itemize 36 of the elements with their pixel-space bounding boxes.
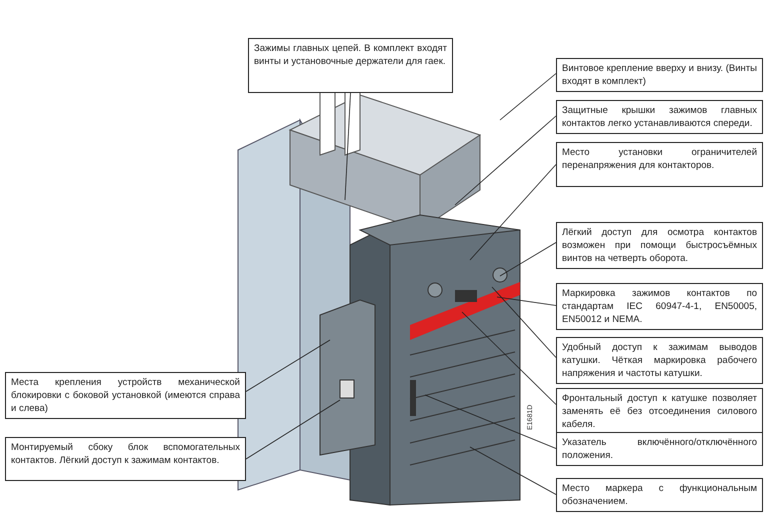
callout-box bbox=[248, 38, 453, 93]
callout-text: Удобный доступ к зажимам выводов катушки. Чёткая маркировка рабочего напряжения и частоты катушки. bbox=[562, 341, 757, 380]
callout-text: Зажимы главных цепей. В комплект входят винты и установочные держатели для гаек. bbox=[254, 42, 447, 68]
callout-text: Маркировка зажимов контактов по стандартам IEC 60947-4-1, EN50005, EN50012 и NEMA. bbox=[562, 287, 757, 326]
callout-box bbox=[556, 142, 763, 187]
callout-box bbox=[556, 222, 763, 269]
leader-line bbox=[462, 312, 556, 405]
leader-line bbox=[496, 296, 556, 306]
callout-box bbox=[5, 372, 246, 419]
leader-line bbox=[492, 286, 556, 358]
leader-line bbox=[454, 116, 556, 206]
callout-box bbox=[5, 437, 246, 481]
callout-text: Место установки ограничителей перенапряжения для контакторов. bbox=[562, 146, 757, 172]
callout-box bbox=[556, 283, 763, 330]
callout-text: Место маркера с функциональным обозначением. bbox=[562, 482, 757, 508]
callout-box bbox=[556, 100, 763, 134]
callout-box bbox=[556, 58, 763, 92]
callout-text: Защитные крышки зажимов главных контактов легко устанавливаются спереди. bbox=[562, 104, 757, 130]
callout-text: Лёгкий доступ для осмотра контактов возможен при помощи быстросъёмных винтов на четверть оборота. bbox=[562, 226, 757, 265]
callout-text: Указатель включённого/отключённого положения. bbox=[562, 436, 757, 462]
callout-box bbox=[556, 478, 763, 512]
callout-box bbox=[556, 388, 763, 435]
leader-line bbox=[470, 446, 556, 495]
leader-line bbox=[500, 73, 556, 120]
leader-line bbox=[424, 394, 556, 449]
leader-line bbox=[246, 400, 340, 460]
callout-text: Фронтальный доступ к катушке позволяет заменять её без отсоединения силового кабеля. bbox=[562, 392, 757, 431]
callout-box bbox=[556, 337, 763, 384]
leader-line bbox=[246, 340, 330, 392]
leader-line bbox=[344, 92, 351, 200]
leader-line bbox=[500, 242, 556, 276]
leader-line bbox=[470, 164, 556, 260]
callout-text: Монтируемый сбоку блок вспомогательных контактов. Лёгкий доступ к зажимам контактов. bbox=[11, 441, 240, 467]
callout-text: Винтовое крепление вверху и внизу. (Винты входят в комплект) bbox=[562, 62, 757, 88]
callout-box bbox=[556, 432, 763, 466]
callout-text: Места крепления устройств механической блокировки с боковой установкой (имеются справа и слева) bbox=[11, 376, 240, 415]
